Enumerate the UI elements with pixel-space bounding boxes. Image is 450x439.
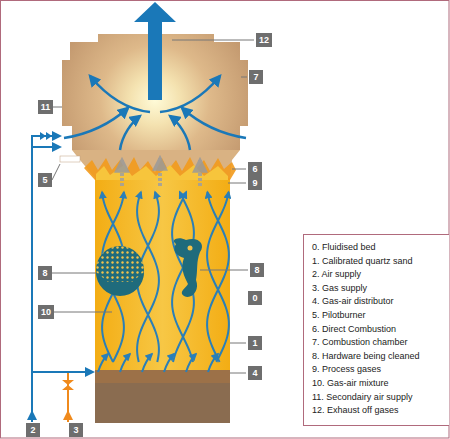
callout-text: 9 xyxy=(252,178,257,188)
callout-number: 5 xyxy=(38,173,52,187)
legend-entry: 8. Hardware being cleaned xyxy=(312,350,445,364)
legend-entry: 2. Air supply xyxy=(312,268,445,282)
callout-text: 1 xyxy=(252,338,257,348)
gas-air-mixture-arrow xyxy=(207,192,229,362)
callout-text: 0 xyxy=(252,293,257,303)
legend-entry: 0. Fluidised bed xyxy=(312,241,445,255)
callout-number: 8 xyxy=(250,263,264,277)
fluidised-bed xyxy=(95,176,230,370)
legend-entry: 10. Gas-air mixture xyxy=(312,377,445,391)
callout-text: 6 xyxy=(252,164,257,174)
legend-entry: 3. Gas supply xyxy=(312,282,445,296)
gas-valve xyxy=(62,380,74,390)
callout-text: 7 xyxy=(253,72,258,82)
distributor-arrow xyxy=(142,354,152,372)
leader-line xyxy=(52,40,254,373)
legend-box: 0. Fluidised bed1. Calibrated quartz san… xyxy=(303,234,449,426)
distributor-arrow xyxy=(208,354,218,372)
pilot-burner xyxy=(60,156,80,162)
legend-entry: 1. Calibrated quartz sand xyxy=(312,255,445,269)
callout-number: 6 xyxy=(248,162,262,176)
legend-entry: 11. Secondairy air supply xyxy=(312,391,445,405)
callout-text: 11 xyxy=(41,102,51,112)
legend-entry: 6. Direct Combustion xyxy=(312,323,445,337)
air-pipe xyxy=(32,136,93,422)
process-gas-arrows xyxy=(122,158,200,186)
flame xyxy=(96,165,228,180)
legend-entry: 12. Exhaust off gases xyxy=(312,404,445,418)
chamber-flow xyxy=(64,76,246,150)
callout-text: 3 xyxy=(73,425,78,435)
exhaust-arrow xyxy=(134,2,176,100)
callout-number: 2 xyxy=(26,423,40,437)
distributor-arrow xyxy=(120,354,130,372)
callout-number: 8 xyxy=(38,266,52,280)
callout-number: 1 xyxy=(248,336,262,350)
callout-text: 12 xyxy=(259,35,269,45)
legend-entry: 4. Gas-air distributor xyxy=(312,295,445,309)
callout-number: 10 xyxy=(38,305,54,319)
callout-number: 12 xyxy=(256,33,272,47)
gas-air-distributor xyxy=(95,370,230,383)
distributor-arrow xyxy=(98,354,108,372)
callout-text: 8 xyxy=(254,265,259,275)
callout-text: 5 xyxy=(42,175,47,185)
callout-number: 11 xyxy=(38,100,53,114)
legend-entry: 9. Process gases xyxy=(312,363,445,377)
furnace-base xyxy=(95,383,230,423)
gas-air-mixture-arrow xyxy=(207,192,229,362)
legend-entry: 5. Pilotburner xyxy=(312,309,445,323)
callout-text: 4 xyxy=(252,368,257,378)
distributor-arrow xyxy=(164,354,174,372)
callout-text: 8 xyxy=(42,268,47,278)
distributor-arrow xyxy=(186,354,196,372)
callout-number: 7 xyxy=(249,70,263,84)
callout-number: 3 xyxy=(69,423,83,437)
legend-entry: 7. Combustion chamber xyxy=(312,336,445,350)
callout-text: 2 xyxy=(30,425,35,435)
hardware-part xyxy=(96,246,144,296)
hardware-part xyxy=(174,238,202,297)
callout-number: 0 xyxy=(248,291,262,305)
callout-number: 9 xyxy=(248,176,262,190)
callout-number: 4 xyxy=(248,366,262,380)
callout-text: 10 xyxy=(41,307,51,317)
